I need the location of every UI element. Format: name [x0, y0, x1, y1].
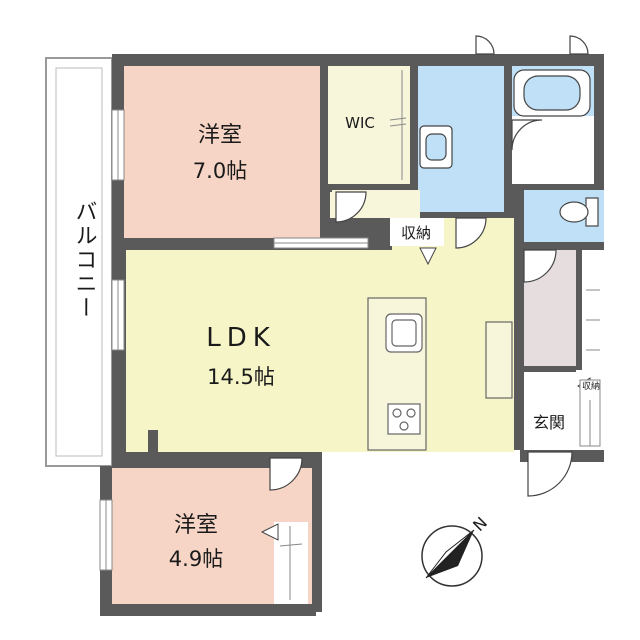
stove-icon	[387, 403, 421, 435]
door-swings	[269, 119, 573, 497]
room-label-ldk: LDK	[206, 323, 276, 353]
top-doors	[475, 35, 589, 55]
room-size-ldk: 14.5帖	[207, 365, 275, 389]
entrance-hall	[524, 372, 576, 450]
balcony: バルコニー	[45, 57, 113, 467]
toilet-fixture	[559, 197, 599, 227]
washbasin	[419, 125, 453, 169]
labels: 洋室 7.0帖 WIC 収納 LDK 14.5帖 玄関 収納 洋室 4.9帖	[169, 114, 600, 571]
room-label-storage-main: 収納	[401, 224, 431, 242]
windows	[99, 109, 369, 571]
room-size-western-7: 7.0帖	[193, 159, 247, 183]
room-label-wic: WIC	[345, 114, 375, 132]
room-label-western-49: 洋室	[174, 513, 218, 538]
kitchen-counter	[367, 297, 513, 451]
interior-walls	[112, 66, 604, 612]
wic-shelf	[389, 70, 407, 180]
western-room-7	[124, 66, 320, 238]
room-label-entrance: 玄関	[533, 413, 565, 432]
room-label-western-7: 洋室	[198, 123, 242, 148]
room-label-storage-entrance: 収納	[582, 380, 600, 392]
balcony-label: バルコニー	[72, 200, 97, 320]
compass-icon: N	[421, 513, 491, 587]
bathtub	[513, 69, 591, 117]
shoe-closet	[579, 289, 601, 447]
ldk-room	[126, 218, 514, 452]
storage-main	[390, 218, 444, 246]
room-size-western-49: 4.9帖	[169, 547, 223, 571]
closet-49	[279, 526, 303, 600]
